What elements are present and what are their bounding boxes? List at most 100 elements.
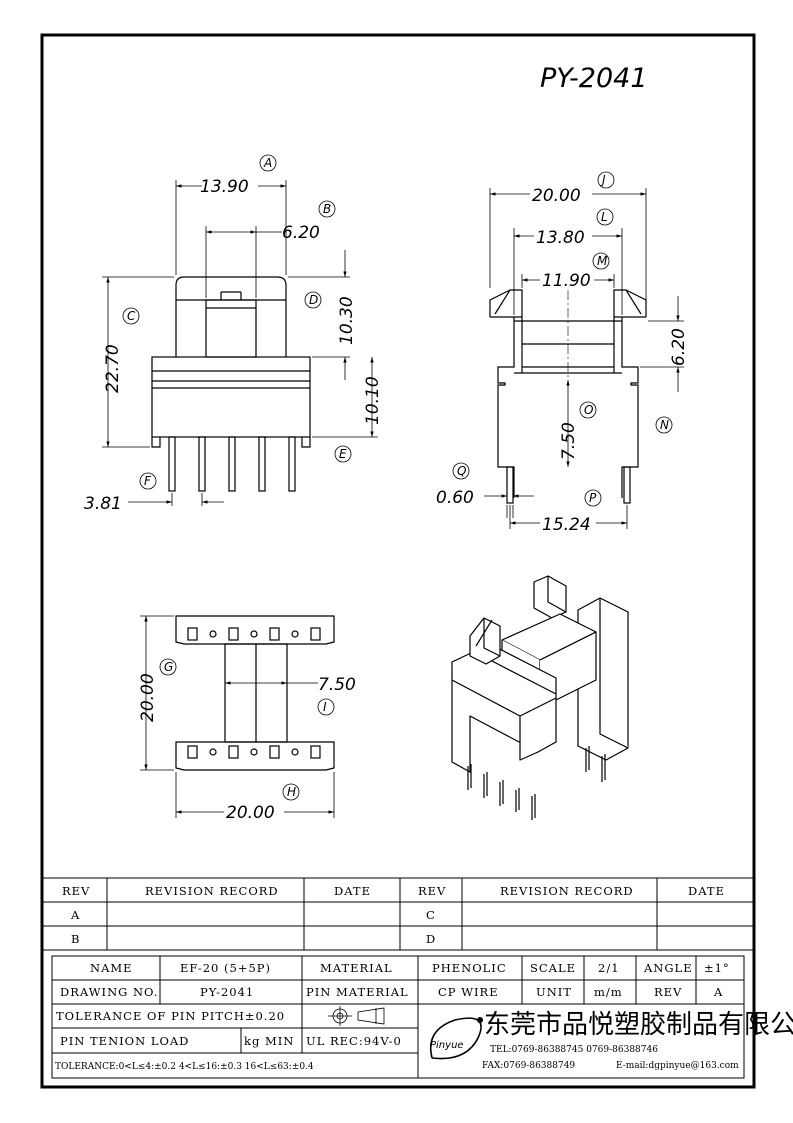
dim-q-tag: Q [457, 464, 466, 478]
dim-j-tag-circle [597, 171, 615, 189]
dim-b-tag-circle [318, 200, 336, 218]
dim-d-tag-circle [304, 291, 322, 309]
date-header-1: DATE [334, 884, 371, 898]
rev-label: REV [654, 985, 682, 999]
rev-row-d: D [426, 932, 436, 946]
dim-g-value: 20.00 [138, 673, 158, 722]
dim-l-tag: L [601, 210, 608, 224]
dim-b-value: 6.20 [282, 223, 320, 243]
dim-j-tag: J [600, 173, 606, 187]
pin-tension-unit: kg MIN [244, 1034, 294, 1048]
dim-p-tag: P [589, 491, 597, 505]
side-left-top [489, 289, 523, 317]
dim-h-tag-circle [282, 783, 300, 801]
dim-m-tag-circle [592, 252, 610, 270]
material-label: MATERIAL [320, 961, 393, 975]
dim-l-value: 13.80 [536, 228, 585, 248]
general-tolerance: TOLERANCE:0<L≤4:±0.2 4<L≤16:±0.3 16<L≤63… [55, 1062, 314, 1072]
material-value: PHENOLIC [432, 961, 507, 975]
name-value: EF-20 (5+5P) [180, 961, 271, 975]
company-fax: FAX:0769-86388749 [482, 1061, 575, 1071]
projection-symbol-icon [328, 1006, 385, 1026]
dim-i-value: 7.50 [318, 675, 356, 695]
dim-c-tag: C [127, 309, 136, 323]
pinyue-logo: Pinyue [430, 1017, 483, 1060]
front-view [102, 180, 378, 506]
dim-a-tag: A [263, 156, 272, 170]
bottom-view [140, 615, 335, 818]
dim-e-value: 10.10 [363, 376, 383, 425]
front-pins [168, 436, 296, 492]
side-pin-left [506, 466, 514, 504]
rev-row-c: C [426, 908, 436, 922]
drawing-no-value: PY-2041 [200, 985, 254, 999]
dim-n-tag: N [660, 418, 669, 432]
company-email: E-mail:dgpinyue@163.com [616, 1061, 739, 1071]
dim-f-value: 3.81 [84, 494, 122, 514]
dim-h-tag: H [287, 785, 296, 799]
dim-o-tag: O [584, 403, 593, 417]
bottom-pin-holes [187, 627, 321, 759]
sheet-border [40, 33, 756, 1089]
revision-table [42, 877, 754, 951]
dim-a-value: 13.90 [200, 177, 249, 197]
angle-label: ANGLE [643, 961, 693, 975]
dim-d-value: 10.30 [337, 296, 357, 345]
unit-value: m/m [594, 985, 623, 999]
dim-m-tag: M [597, 254, 608, 268]
date-header-2: DATE [688, 884, 725, 898]
pin-material-label: PIN MATERIAL [306, 985, 409, 999]
dim-g-tag-circle [159, 658, 177, 676]
isometric-view [451, 575, 629, 820]
name-label: NAME [90, 961, 133, 975]
rev-header-2: REV [418, 884, 446, 898]
dim-g-tag: G [164, 660, 173, 674]
angle-value: ±1° [704, 961, 730, 975]
dim-f-tag-circle [139, 472, 157, 490]
dim-o-value: 7.50 [559, 422, 579, 460]
drawing-no-label: DRAWING NO. [60, 985, 158, 999]
dim-b-tag: B [323, 202, 331, 216]
rev-value: A [713, 985, 723, 999]
scale-value: 2/1 [598, 961, 620, 975]
dim-q-value: 0.60 [436, 488, 474, 508]
dim-o-tag-circle [579, 401, 597, 419]
dim-c-tag-circle [122, 307, 140, 325]
rev-row-a: A [70, 908, 80, 922]
company-name-cn: 东莞市品悦塑胶制品有限公司 [484, 1010, 793, 1040]
title-block [51, 955, 745, 1079]
revision-record-header-1: REVISION RECORD [145, 884, 279, 898]
dim-j-value: 20.00 [532, 186, 581, 206]
side-right-top [613, 289, 647, 317]
dim-e-tag-circle [334, 445, 352, 463]
pin-material-value: CP WIRE [438, 985, 499, 999]
bottom-top-flange [175, 615, 335, 645]
dim-q-tag-circle [452, 462, 470, 480]
dim-k-value: 6.20 [669, 328, 689, 366]
scale-label: SCALE [530, 961, 576, 975]
part-number: PY-2041 [540, 63, 648, 94]
front-base [151, 356, 311, 438]
pin-tension-load: PIN TENION LOAD [60, 1034, 189, 1048]
pin-pitch-tolerance: TOLERANCE OF PIN PITCH±0.20 [56, 1009, 285, 1023]
revision-record-header-2: REVISION RECORD [500, 884, 634, 898]
dim-d-tag: D [309, 293, 318, 307]
dim-i-tag: I [323, 700, 327, 714]
dim-c-value: 22.70 [103, 344, 123, 393]
dim-a-tag-circle [259, 154, 277, 172]
company-tel: TEL:0769-86388745 0769-86388746 [490, 1045, 658, 1055]
dim-p-tag-circle [584, 489, 602, 507]
dim-i-tag-circle [317, 698, 335, 716]
dim-n-tag-circle [655, 416, 673, 434]
front-top-flange [175, 276, 287, 357]
dim-p-value: 15.24 [542, 515, 591, 535]
logo-text: Pinyue [430, 1040, 464, 1051]
dim-m-value: 11.90 [542, 271, 591, 291]
dim-f-tag: F [144, 474, 152, 488]
dim-h-value: 20.00 [226, 803, 275, 823]
dim-l-tag-circle [596, 208, 614, 226]
ul-rec: UL REC:94V-0 [306, 1034, 402, 1048]
side-pin-right [623, 466, 631, 504]
bottom-bottom-flange [175, 741, 335, 771]
